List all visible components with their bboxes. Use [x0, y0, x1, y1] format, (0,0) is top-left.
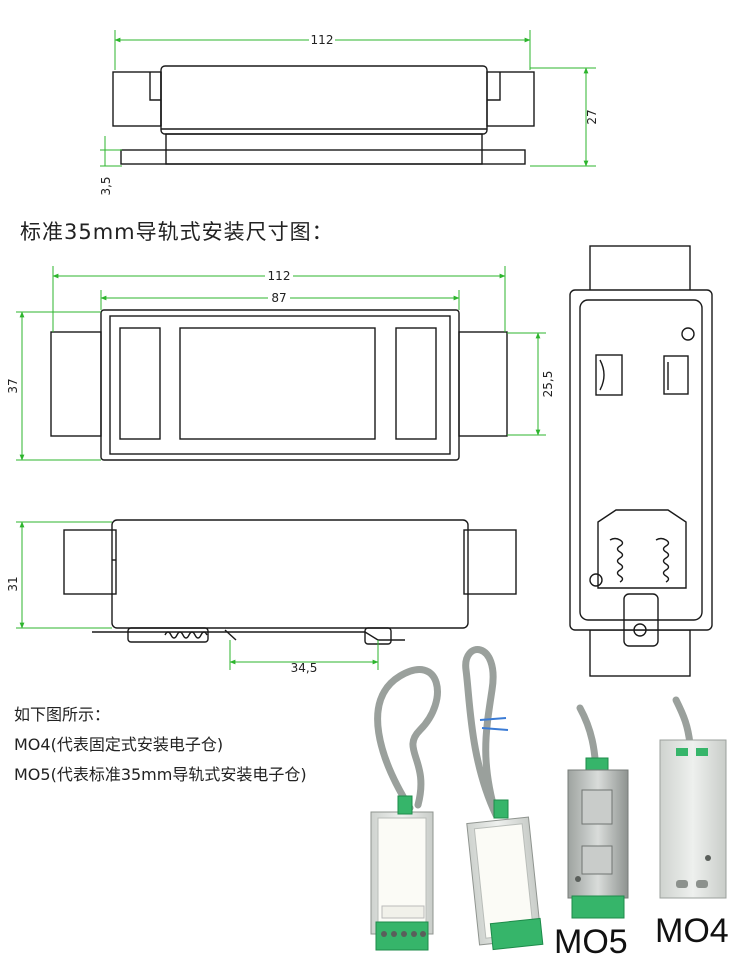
mo4-label: MO4	[655, 912, 729, 950]
mo5-label: MO5	[554, 923, 628, 961]
top-view-body	[160, 65, 488, 135]
side-height-label: 31	[6, 576, 20, 591]
back-view-top-rail	[589, 245, 691, 293]
front-width-label-bg	[265, 269, 293, 283]
side-rail-label: 34,5	[291, 661, 318, 675]
front-inner-label-bg	[268, 291, 290, 305]
notes-mo5-description: MO5(代表标准35mm导轨式安装电子仓)	[14, 765, 307, 784]
back-view-spring-left	[609, 537, 624, 583]
top-width-label: 112	[311, 33, 334, 47]
notes-block: 如下图所示： MO4(代表固定式安装电子仓) MO5(代表标准35mm导轨式安装…	[14, 700, 307, 790]
module-right-terminal-block	[489, 917, 544, 951]
back-view-right-slot	[663, 355, 689, 395]
side-view-dimensions	[16, 521, 379, 670]
back-view-screw-hole-top	[681, 327, 695, 341]
side-view-left-clip	[63, 529, 117, 595]
module-cable-right	[462, 646, 500, 819]
back-view-body	[569, 289, 713, 631]
mo4-housing	[659, 739, 727, 899]
notes-mo4-description: MO4(代表固定式安装电子仓)	[14, 735, 224, 754]
front-width-label: 112	[268, 269, 291, 283]
front-view-right-window	[395, 327, 437, 440]
top-width-label-bg	[309, 33, 335, 47]
back-view-left-slot	[595, 354, 623, 396]
side-view-rail-clip	[92, 631, 405, 641]
mo4-cable	[672, 696, 694, 748]
mo5-terminal-block	[571, 895, 625, 919]
top-view-base-plate	[120, 149, 526, 165]
back-view-spring-right	[655, 537, 670, 583]
top-view-lower-body	[165, 133, 483, 165]
back-view-latch	[597, 509, 687, 589]
side-view-drawing	[63, 519, 517, 645]
side-view-right-clip	[463, 529, 517, 595]
front-height-label: 37	[6, 378, 20, 393]
top-view-dimensions	[100, 30, 596, 167]
page-heading: 标准35mm导轨式安装尺寸图：	[20, 220, 334, 244]
front-view-right-clip	[458, 331, 508, 437]
top-view-left-clip	[112, 71, 162, 127]
front-side-label: 25,5	[541, 371, 555, 398]
side-view-spring	[164, 631, 208, 639]
top-view-right-clip	[486, 71, 535, 127]
photo-mo5-module: MO5	[554, 704, 629, 961]
top-base-label: 3,5	[99, 176, 113, 195]
side-view-body	[111, 519, 469, 629]
front-view-left-window	[119, 327, 161, 440]
top-view-drawing	[112, 65, 535, 165]
back-view-release-tab	[623, 593, 659, 647]
back-view-screw-hole-bottom	[589, 573, 603, 587]
front-view-left-clip	[50, 331, 102, 437]
front-view-label-window	[179, 327, 376, 440]
photo-mo4-module: MO4	[655, 696, 729, 950]
front-view-body	[100, 309, 460, 461]
front-inner-label: 87	[271, 291, 286, 305]
back-view-drawing	[569, 245, 713, 677]
back-view-bottom-rail	[589, 629, 691, 677]
notes-intro: 如下图所示：	[14, 705, 111, 724]
photo-wired-modules	[370, 646, 544, 951]
front-view-drawing	[50, 309, 508, 461]
module-cable-left	[374, 666, 441, 812]
top-height-label: 27	[585, 109, 599, 124]
